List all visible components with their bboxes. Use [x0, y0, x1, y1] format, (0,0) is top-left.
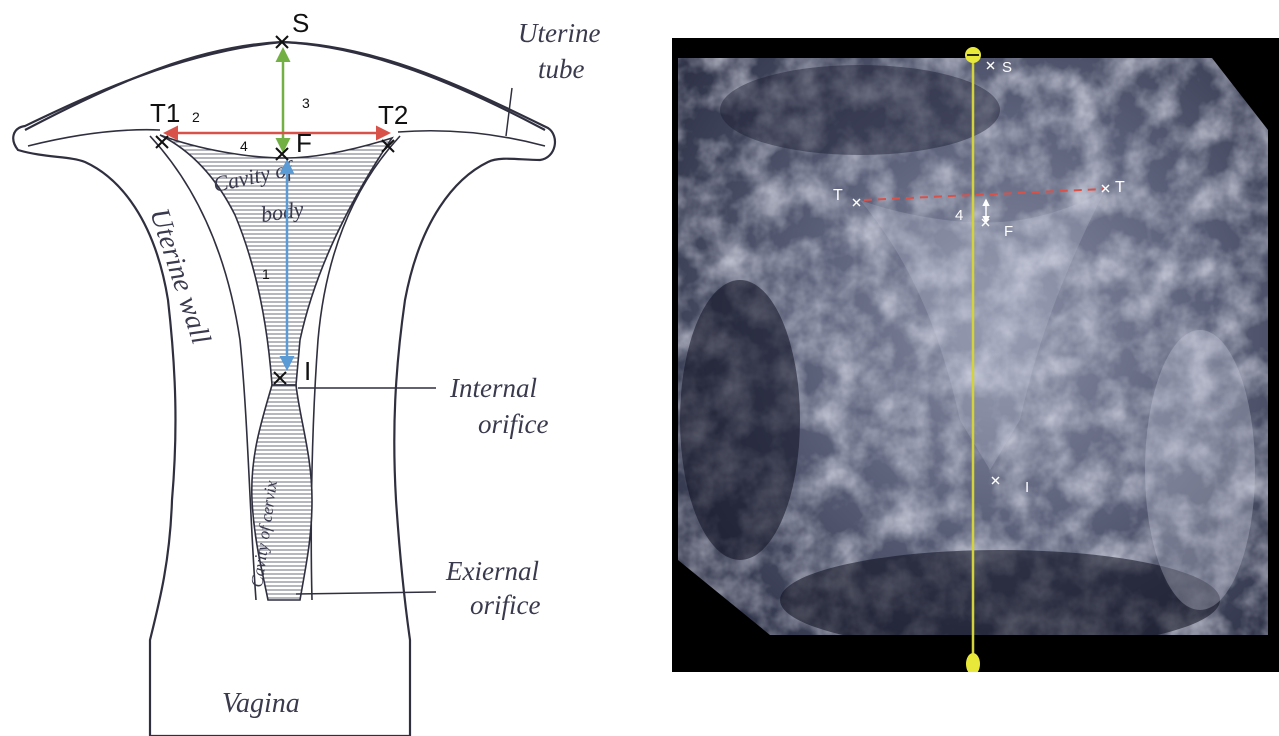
bright-region-right	[1145, 330, 1255, 610]
us-label-S: S	[1002, 59, 1012, 76]
point-label-T1: T1	[150, 98, 180, 128]
point-label-F: F	[296, 128, 312, 158]
measure-num-3: 3	[302, 95, 310, 111]
us-label-F: F	[1004, 223, 1013, 240]
label-vagina: Vagina	[222, 688, 300, 719]
measure-num-4: 4	[240, 138, 248, 154]
us-label-T-right: T	[1115, 179, 1125, 196]
label-internal-orifice-1: Internal	[449, 373, 537, 403]
label-uterine-tube-1: Uterine	[518, 18, 600, 48]
label-external-orifice-2: orifice	[470, 590, 540, 620]
label-uterine-tube-2: tube	[538, 54, 585, 84]
dark-region-bottom	[780, 550, 1220, 650]
point-label-S: S	[292, 8, 309, 38]
point-label-T2: T2	[378, 100, 408, 130]
us-label-I: I	[1025, 479, 1029, 496]
dark-region-top	[720, 65, 1000, 155]
us-label-T-left: T	[833, 187, 843, 204]
anatomy-drawing: Uterine tube Cavity of body Uterine wall…	[13, 8, 600, 736]
measure-num-2: 2	[192, 109, 200, 125]
point-label-I: I	[304, 356, 311, 386]
label-external-orifice-1: Exiernal	[445, 556, 539, 586]
axis-bottom-handle	[966, 653, 980, 675]
ultrasound-image: S T T 4 F I	[672, 38, 1279, 675]
measure-num-1: 1	[262, 266, 270, 282]
dark-region-left	[680, 280, 800, 560]
label-internal-orifice-2: orifice	[478, 409, 548, 439]
us-label-4: 4	[955, 207, 963, 224]
